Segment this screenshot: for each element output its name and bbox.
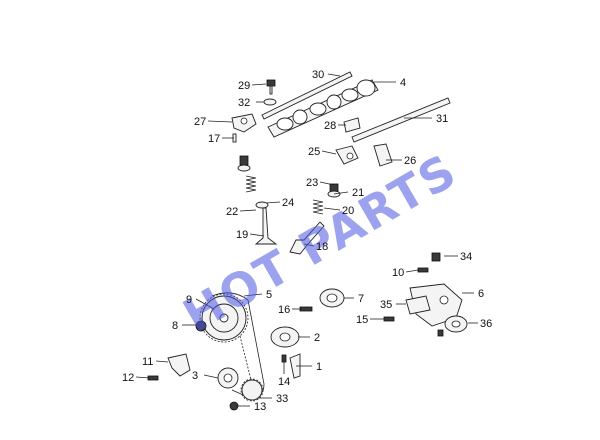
callout-21: 21 (352, 187, 364, 199)
crank-pulley-3 (217, 367, 239, 389)
bolt-8 (195, 320, 207, 332)
callout-34: 34 (460, 251, 472, 263)
bolt-tensioner (437, 329, 444, 337)
valve-18 (289, 221, 325, 255)
camshaft (267, 79, 379, 138)
valve-19 (254, 207, 278, 245)
callout-14: 14 (278, 376, 290, 388)
callout-26: 26 (404, 155, 416, 167)
callout-35: 35 (380, 299, 392, 311)
callout-36: 36 (480, 318, 492, 330)
callout-23: 23 (306, 177, 318, 189)
callout-28: 28 (324, 120, 336, 132)
callout-25: 25 (308, 146, 320, 158)
bolt-34 (431, 252, 441, 262)
valve-cap-right (327, 183, 341, 198)
callout-7: 7 (358, 293, 364, 305)
callout-29: 29 (238, 80, 250, 92)
callout-22: 22 (226, 206, 238, 218)
idler-7 (319, 288, 345, 308)
callout-2: 2 (314, 332, 320, 344)
callout-17: 17 (208, 133, 220, 145)
callout-11: 11 (142, 356, 153, 368)
rocker-shaft-lower (351, 97, 451, 143)
callout-27: 27 (194, 116, 206, 128)
callout-13: 13 (254, 401, 266, 413)
rocker-arm-25 (335, 145, 359, 165)
seal-24 (255, 201, 269, 209)
valve-cap-left (237, 155, 251, 172)
leader-lines (135, 73, 478, 407)
rocker-arm-27 (231, 113, 257, 133)
callout-6: 6 (478, 288, 484, 300)
valve-spring-left (245, 175, 257, 193)
tensioner-pulley-36 (444, 315, 468, 333)
callout-labels: 1 2 3 4 5 6 7 8 9 10 11 12 13 14 15 16 1… (122, 69, 492, 413)
callout-24: 24 (282, 197, 294, 209)
bolt-10 (417, 267, 429, 273)
washer-32 (263, 98, 277, 106)
bolt-15 (383, 316, 395, 322)
callout-3: 3 (192, 370, 198, 382)
sprocket-33 (240, 378, 264, 402)
bracket-28 (343, 117, 361, 133)
callout-32: 32 (238, 97, 250, 109)
bracket-35 (405, 295, 431, 315)
rocker-shaft-upper (261, 71, 353, 120)
rocker-arm-26 (373, 143, 393, 167)
washer-2 (270, 326, 300, 348)
callout-20: 20 (342, 205, 354, 217)
callout-1: 1 (316, 361, 322, 373)
callout-8: 8 (172, 320, 178, 332)
valve-spring-right (312, 199, 324, 215)
callout-30: 30 (312, 69, 324, 81)
callout-4: 4 (400, 77, 406, 89)
callout-19: 19 (236, 229, 248, 241)
callout-10: 10 (392, 267, 404, 279)
callout-12: 12 (122, 372, 134, 384)
callout-16: 16 (278, 304, 290, 316)
bracket-11 (167, 353, 191, 377)
callout-33: 33 (276, 393, 288, 405)
bracket-1 (289, 353, 301, 379)
callout-9: 9 (186, 294, 192, 306)
callout-5: 5 (266, 289, 272, 301)
callout-31: 31 (436, 113, 448, 125)
timing-pulley-9 (199, 293, 249, 343)
key-14 (281, 354, 287, 363)
bolt-29 (266, 79, 276, 95)
callout-18: 18 (316, 241, 328, 253)
callout-15: 15 (356, 314, 368, 326)
